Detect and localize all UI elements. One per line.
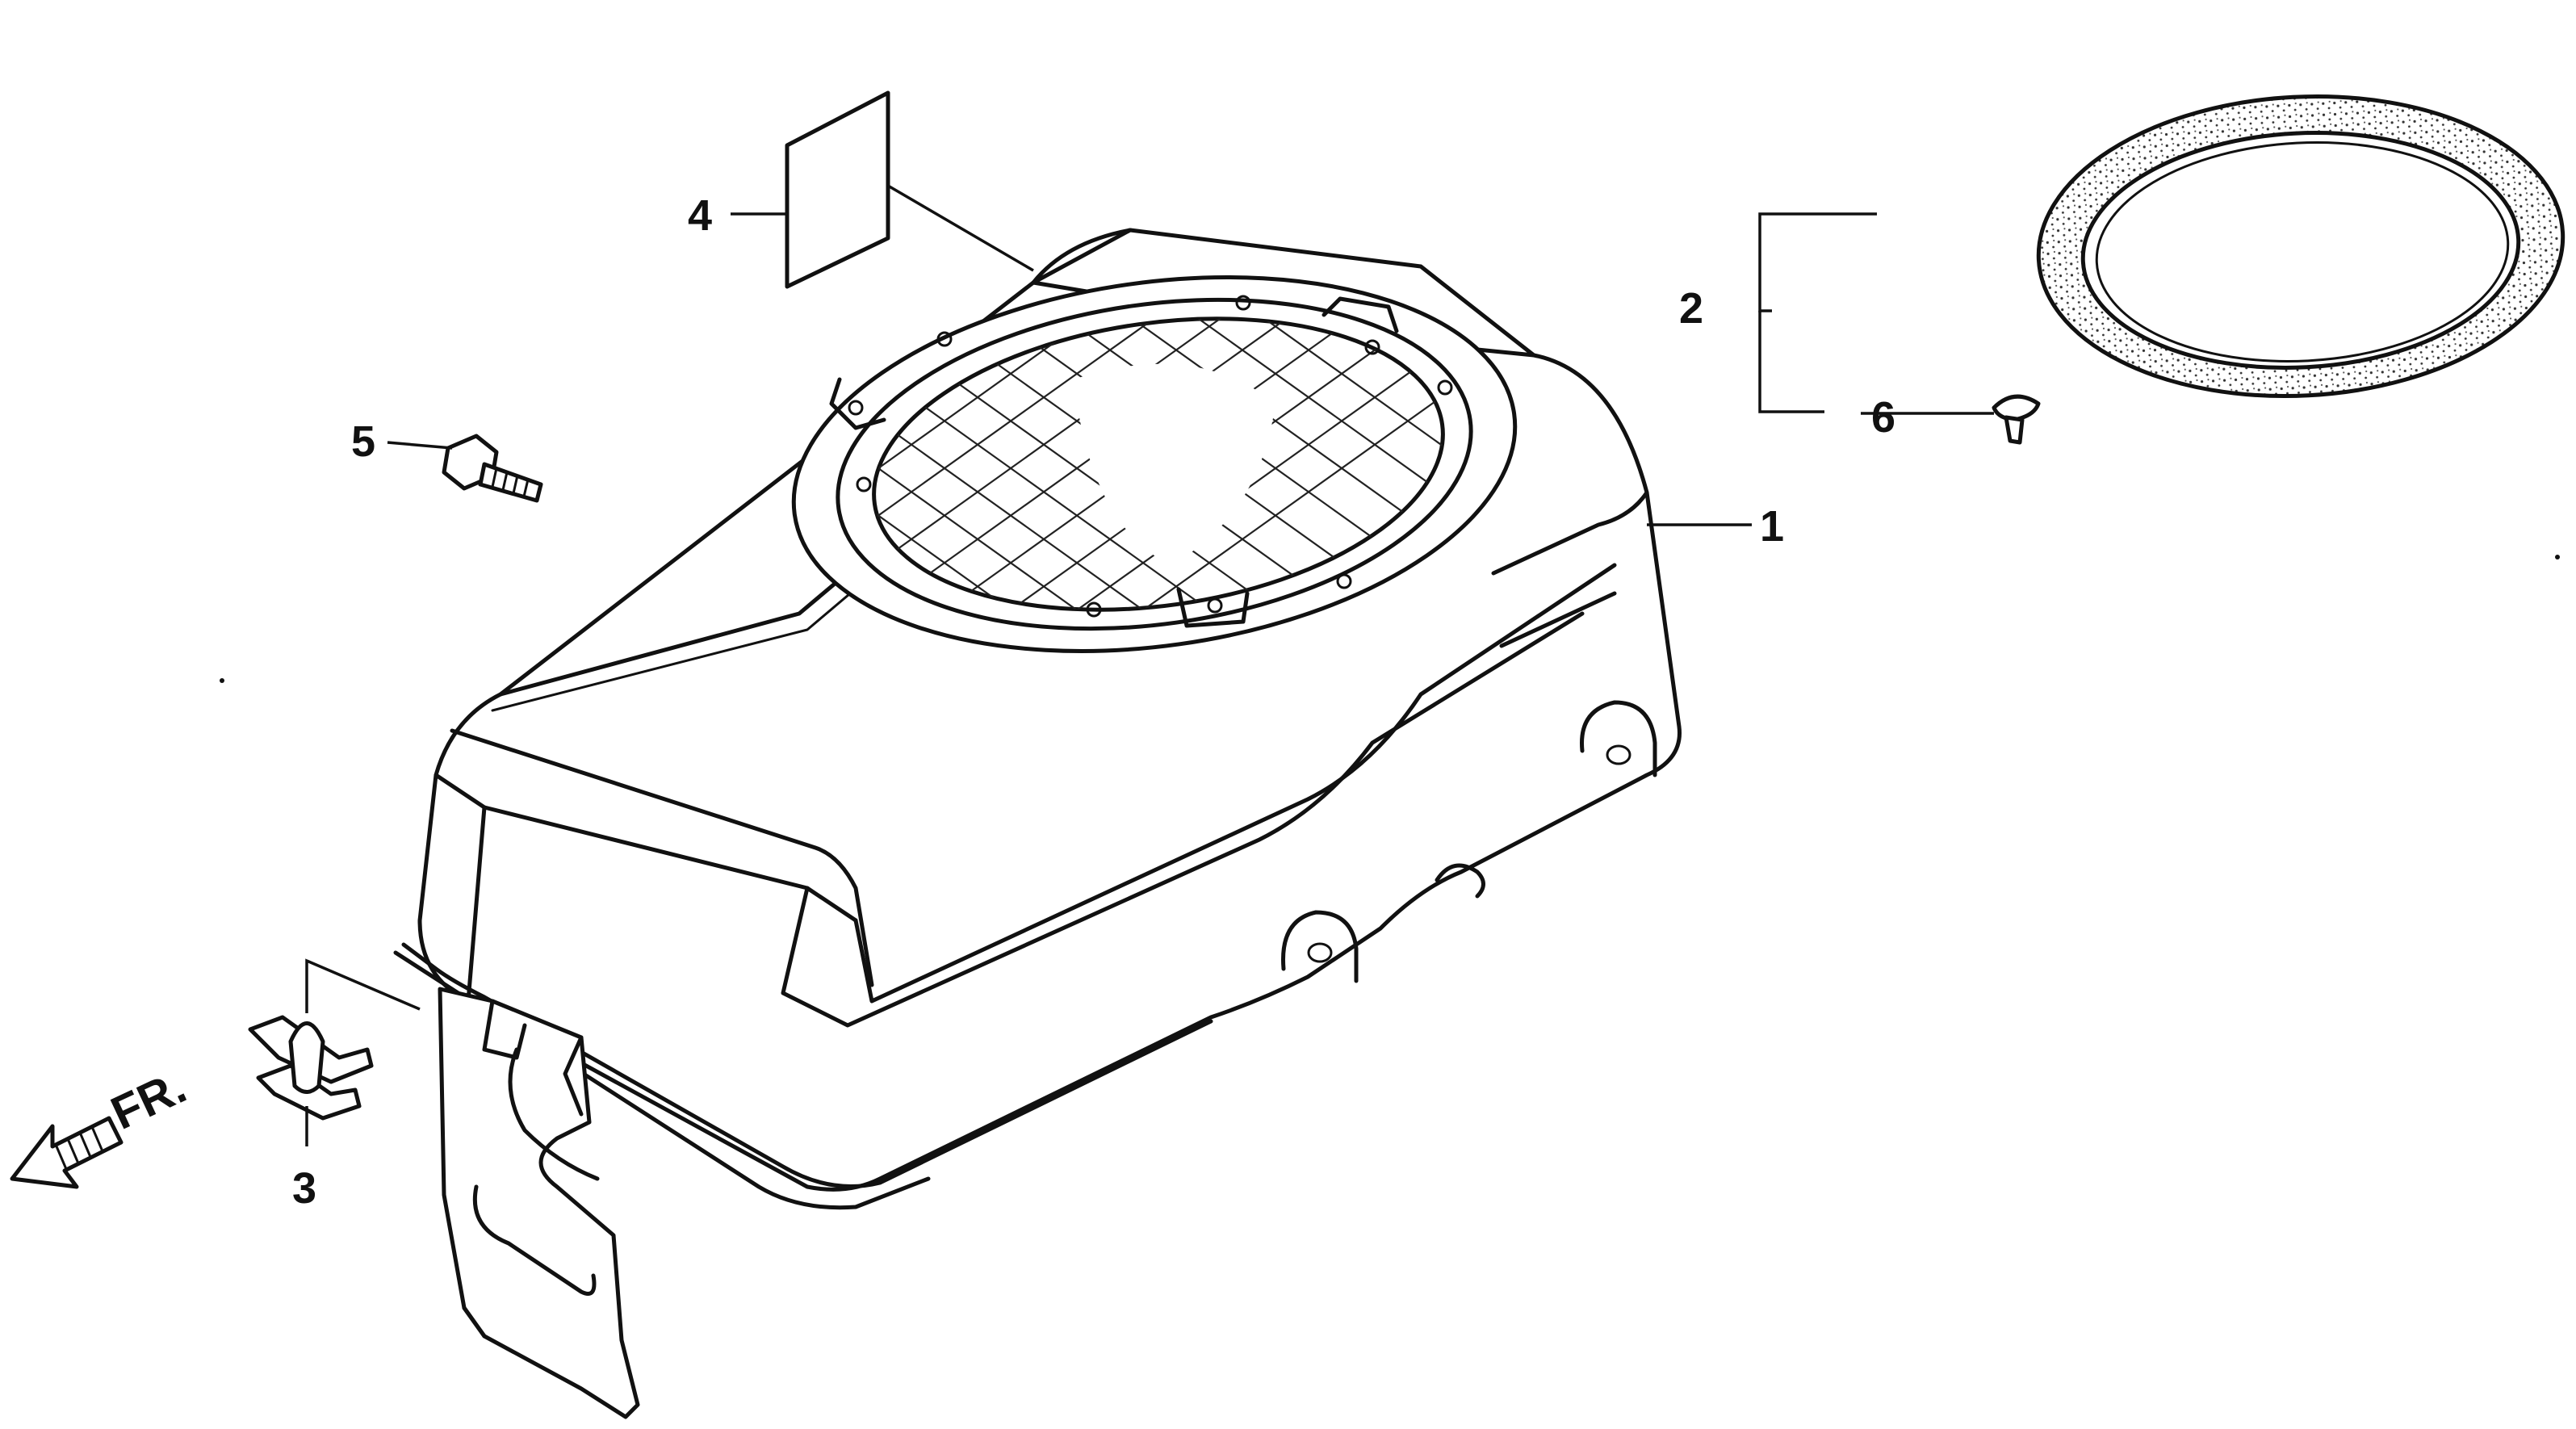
callout-5: 5 (351, 417, 375, 466)
screen-tab-top (1322, 296, 1399, 333)
stray-dot (2555, 555, 2560, 559)
fan-cover-side-rib (853, 563, 1617, 1004)
mounting-boss-right (1580, 700, 1657, 777)
fan-cover-hood-front (466, 805, 487, 1004)
fan-cover-hood-top (434, 773, 858, 923)
front-direction-label: FR. (103, 1060, 194, 1139)
mounting-boss-front (1281, 910, 1359, 983)
callout-1: 1 (1760, 502, 1784, 551)
callout-2: 2 (1679, 284, 1703, 333)
fan-cover-right-step (1491, 490, 1649, 576)
fan-cover-hood-edge (450, 728, 874, 987)
seal-ring (2036, 94, 2566, 399)
fan-opening-middle-ring (836, 297, 1473, 631)
fan-cover-hood-crease (781, 611, 1585, 1028)
fan-cover-right-step-2 (1499, 591, 1617, 648)
leader-lines (305, 184, 1994, 1146)
screen-mount-holes (848, 295, 1453, 618)
callout-6: 6 (1871, 393, 1895, 442)
fan-cover-notch (1435, 863, 1485, 899)
fan-cover (393, 228, 1682, 1210)
callout-3: 3 (292, 1164, 316, 1213)
fan-cover-flange (401, 942, 1213, 1188)
hose-clip (248, 1015, 374, 1121)
callout-4: 4 (688, 191, 712, 240)
front-direction-marker: FR. (10, 1060, 194, 1189)
fan-cover-flange-lower (393, 950, 931, 1210)
screen-tab-left (829, 377, 886, 430)
screw (1992, 394, 2041, 445)
front-arrow-icon (10, 1116, 124, 1189)
screen-tab-bottom (1176, 587, 1250, 628)
flange-bolt (442, 434, 543, 503)
caution-label (785, 90, 890, 289)
stray-dot (220, 678, 224, 683)
air-guide-plate (438, 987, 640, 1419)
